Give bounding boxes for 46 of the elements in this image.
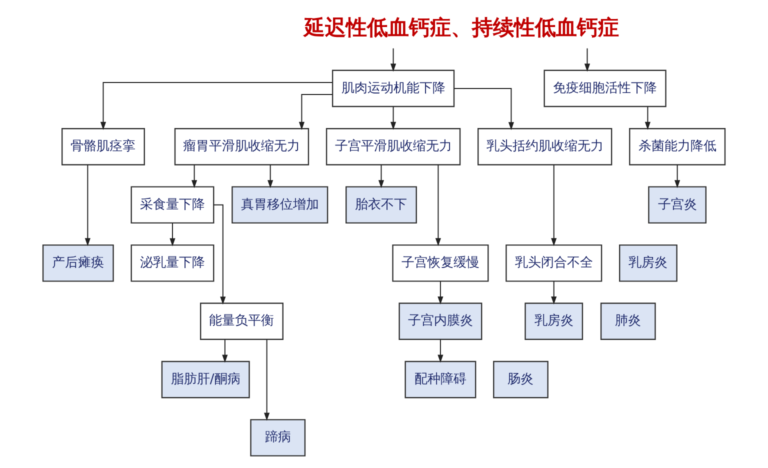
node-box: 子宫炎	[648, 186, 707, 224]
node-box: 采食量下降	[130, 186, 214, 224]
arrow	[222, 339, 228, 363]
arrow	[84, 164, 90, 246]
node-box: 乳头闭合不全	[506, 244, 602, 282]
node-box: 蹄病	[250, 419, 306, 456]
arrow	[438, 281, 444, 305]
arrow	[390, 106, 396, 130]
arrow	[264, 340, 270, 421]
node-box: 乳房炎	[524, 302, 584, 340]
arrow	[170, 223, 176, 246]
arrow	[551, 164, 557, 246]
arrow	[644, 106, 651, 130]
arrow	[438, 339, 444, 363]
node-box: 子宫平滑肌收缩无力	[326, 128, 461, 166]
node-box: 肌肉运动机能下降	[332, 70, 455, 108]
node-box: 免疫细胞活性下降	[544, 70, 666, 108]
arrow	[100, 82, 332, 130]
arrow	[435, 164, 442, 246]
node-box: 肠炎	[493, 360, 548, 398]
arrow	[298, 94, 332, 130]
arrow	[378, 164, 384, 188]
node-box: 乳房炎	[619, 244, 678, 282]
node-box: 真胃移位增加	[232, 186, 328, 224]
arrow	[454, 88, 514, 130]
node-box: 肺炎	[600, 302, 656, 340]
node-box: 瘤胃平滑肌收缩无力	[174, 128, 310, 166]
arrow	[551, 281, 557, 305]
arrow	[268, 164, 274, 188]
node-box: 骨骼肌痉挛	[61, 128, 145, 166]
node-box: 杀菌能力降低	[629, 128, 726, 166]
node-box: 乳头括约肌收缩无力	[477, 128, 612, 166]
node-box: 子宫恢复缓慢	[392, 244, 489, 282]
arrow	[674, 164, 680, 188]
node-box: 胎衣不下	[346, 186, 417, 224]
node-box: 配种障碍	[404, 360, 476, 398]
arrow	[390, 48, 396, 72]
node-text: 延迟性低血钙症、持续性低血钙症	[304, 14, 619, 40]
arrow	[584, 48, 590, 72]
node-box: 泌乳量下降	[130, 244, 214, 282]
node-box: 子宫内膜炎	[398, 302, 482, 340]
node-box: 能量负平衡	[200, 302, 284, 340]
node-box: 脂肪肝/酮病	[161, 360, 250, 398]
arrow	[192, 164, 198, 188]
arrow	[214, 204, 226, 305]
node-box: 产后瘫痪	[42, 244, 114, 282]
